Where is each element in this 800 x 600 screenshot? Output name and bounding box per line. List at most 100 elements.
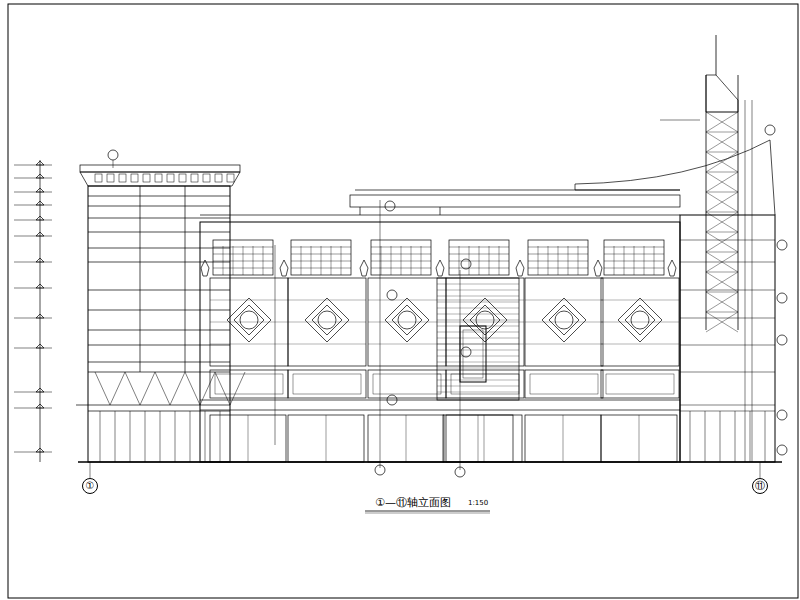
- outline-rect: [368, 370, 446, 398]
- drawing-line: [568, 246, 569, 275]
- level-mark: [36, 404, 44, 408]
- drawing-line: [720, 411, 721, 462]
- drawing-line: [760, 462, 761, 478]
- level-mark: [36, 344, 44, 348]
- drawing-line: [110, 372, 125, 405]
- outline-rect: [119, 174, 126, 182]
- drawing-line: [88, 405, 230, 406]
- outline-rect: [525, 278, 603, 366]
- callout-circle: [777, 445, 787, 455]
- drawing-line: [706, 172, 738, 192]
- drawing-line: [76, 405, 88, 406]
- diamond-ornament: [234, 305, 264, 335]
- drawing-line: [248, 415, 249, 462]
- drawing-line: [706, 112, 738, 132]
- drawing-line: [478, 415, 479, 462]
- drawing-line: [437, 356, 519, 357]
- outline-rect: [203, 174, 210, 182]
- building-lines: [14, 35, 787, 513]
- outline-rect: [288, 370, 366, 398]
- drawing-line: [213, 268, 273, 269]
- drawing-line: [170, 372, 185, 405]
- drawing-line: [634, 246, 635, 275]
- drawing-line: [604, 261, 664, 262]
- drawing-line: [391, 246, 392, 275]
- callout-circle: [455, 467, 465, 477]
- drawing-line: [680, 411, 775, 412]
- drawing-line: [263, 246, 264, 275]
- drawing-caption: ①—⑪轴立面图: [375, 497, 451, 509]
- drawing-line: [706, 272, 738, 292]
- outline-rect: [606, 374, 674, 394]
- drawing-line: [88, 372, 230, 373]
- drawing-line: [575, 190, 680, 191]
- level-mark: [36, 174, 44, 178]
- drawing-line: [706, 232, 738, 233]
- diamond-ornament: [385, 298, 429, 342]
- outline-rect: [191, 174, 198, 182]
- drawing-line: [437, 284, 519, 285]
- drawing-line: [365, 511, 490, 512]
- drawing-line: [437, 392, 519, 393]
- level-mark: [36, 232, 44, 236]
- drawing-line: [321, 246, 322, 275]
- drawing-line: [706, 212, 738, 213]
- diamond-ornament: [542, 298, 586, 342]
- axis-bubble: ①: [82, 478, 98, 494]
- drawing-line: [706, 132, 738, 133]
- drawing-line: [680, 240, 775, 241]
- drawing-line: [145, 411, 146, 462]
- drawing-line: [706, 272, 738, 292]
- callout-circle: [387, 395, 397, 405]
- drawing-line: [437, 350, 519, 351]
- drawing-line: [437, 314, 519, 315]
- level-mark: [36, 201, 44, 205]
- drawing-line: [437, 308, 519, 309]
- drawing-line: [90, 462, 91, 478]
- drawing-line: [558, 246, 559, 275]
- drawing-line: [88, 362, 230, 363]
- drawing-line: [155, 372, 170, 405]
- outline-rect: [460, 326, 486, 382]
- drawing-line: [680, 318, 775, 319]
- drawing-line: [14, 192, 52, 193]
- drawing-line: [213, 261, 273, 262]
- drawing-line: [706, 292, 738, 293]
- drawing-line: [88, 345, 230, 346]
- outline-rect: [88, 186, 230, 462]
- level-mark: [36, 388, 44, 392]
- drawing-line: [706, 212, 738, 232]
- drawing-line: [706, 132, 738, 152]
- drawing-line: [185, 186, 186, 372]
- drawing-line: [437, 344, 519, 345]
- drawing-line: [213, 254, 273, 255]
- drawing-line: [190, 411, 191, 462]
- callout-circle: [765, 125, 775, 135]
- drawing-line: [437, 338, 519, 339]
- outline-rect: [528, 240, 588, 275]
- drawing-line: [223, 246, 224, 275]
- outline-rect: [525, 415, 601, 462]
- callout-circle: [385, 201, 395, 211]
- drawing-line: [449, 254, 509, 255]
- outline-rect: [449, 240, 509, 275]
- drawing-line: [311, 246, 312, 275]
- drawing-line: [140, 186, 141, 372]
- drawing-line: [368, 300, 446, 301]
- round-ornament: [240, 311, 258, 329]
- drawing-line: [528, 268, 588, 269]
- drawing-line: [368, 322, 446, 323]
- drawing-line: [660, 120, 700, 121]
- drawing-line: [604, 247, 664, 248]
- drawing-line: [706, 152, 738, 172]
- drawing-line: [14, 452, 52, 453]
- drawing-line: [288, 300, 366, 301]
- level-mark: [36, 216, 44, 220]
- drawing-line: [525, 322, 603, 323]
- drawing-line: [291, 247, 351, 248]
- drawing-line: [233, 246, 234, 275]
- drawing-line: [200, 410, 680, 411]
- drawing-line: [706, 312, 738, 332]
